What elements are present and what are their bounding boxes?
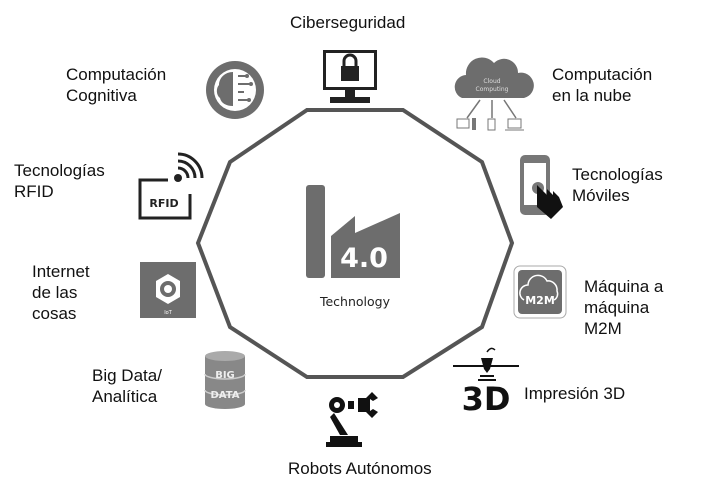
lock-monitor-icon	[323, 50, 377, 103]
database-icon: BIG DATA	[204, 351, 246, 409]
smartphone-touch-icon	[520, 155, 563, 219]
label-big-data: Big Data/ Analítica	[92, 366, 162, 406]
label-m2m: Máquina a máquina M2M	[584, 277, 664, 338]
center-badge: 4.0	[340, 243, 388, 274]
m2m-icon: M2M	[513, 265, 567, 319]
robot-arm-icon	[326, 392, 378, 447]
factory-icon	[306, 185, 400, 278]
svg-text:3D: 3D	[462, 380, 511, 418]
svg-text:RFID: RFID	[149, 197, 178, 210]
brain-circuit-icon	[206, 61, 264, 119]
svg-text:BIG: BIG	[215, 370, 235, 381]
rfid-icon: RFID	[138, 152, 204, 220]
3d-printer-icon: 3D	[453, 347, 519, 418]
label-computacion-cognitiva: Computación Cognitiva	[66, 65, 167, 105]
svg-text:Computing: Computing	[476, 86, 509, 93]
svg-text:DATA: DATA	[210, 390, 239, 401]
svg-text:IoT: IoT	[164, 310, 173, 316]
svg-text:M2M: M2M	[525, 294, 555, 307]
center-caption: Technology	[319, 294, 391, 309]
label-computacion-nube: Computación en la nube	[552, 65, 653, 105]
cloud-computing-icon: Cloud Computing	[454, 57, 534, 131]
iot-icon: IoT	[140, 262, 196, 318]
label-iot: Internet de las cosas	[32, 262, 90, 323]
label-rfid: Tecnologías RFID	[14, 161, 105, 201]
label-impresion-3d: Impresión 3D	[524, 384, 626, 403]
label-ciberseguridad: Ciberseguridad	[290, 13, 406, 32]
decagon-outline	[195, 108, 515, 379]
label-tecnologias-moviles: Tecnologías Móviles	[572, 165, 663, 205]
label-robots-autonomos: Robots Autónomos	[288, 459, 432, 478]
svg-text:Cloud: Cloud	[483, 78, 500, 85]
